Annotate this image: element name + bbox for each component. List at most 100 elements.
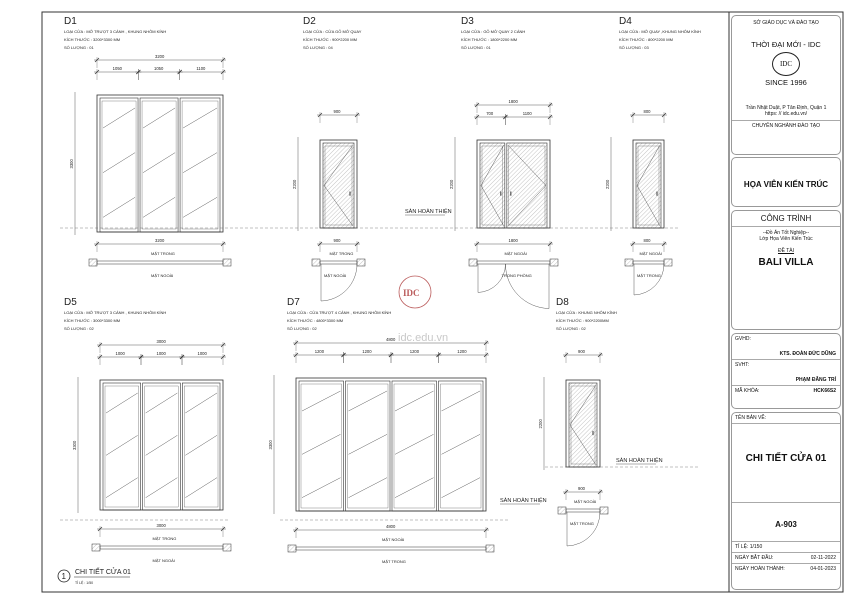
door-frame (295, 377, 487, 512)
glass-reflection-line (185, 477, 218, 498)
title-block-people: GVHD:KTS. ĐOÀN ĐỨC DŨNG SVHT: PHẠM ĐĂNG T… (731, 333, 841, 409)
website[interactable]: https: // idc.edu.vn/ (765, 111, 807, 117)
glass-reflection-line (105, 435, 138, 456)
plan-label-bottom: MẶT NGOÀI (153, 558, 175, 563)
wall-section (624, 258, 634, 267)
drawing-label: TÊN BẢN VẼ: (732, 413, 840, 424)
start-label: NGÀY BẮT ĐẦU: (735, 555, 774, 561)
glass-reflection-line (441, 434, 481, 455)
glass-pane (144, 385, 179, 508)
svht: PHẠM ĐĂNG TRÍ (795, 377, 836, 383)
dimension-panel: 1050 (113, 66, 123, 71)
plan-label-top: MẶT TRONG (153, 536, 177, 541)
glass-pane (393, 383, 435, 509)
dimension-panel: 1000 (198, 351, 208, 356)
dimension-panel: 1200 (457, 349, 467, 354)
swing-direction-line (636, 144, 661, 227)
glass-reflection-line (394, 390, 434, 412)
door-plan (319, 260, 358, 265)
door-id: D1 (64, 16, 77, 27)
door-size: KÍCH THƯỚC : 3000*3300 MM (64, 318, 120, 323)
glass-pane (347, 383, 389, 509)
wall-section (485, 544, 495, 553)
plan-label-bottom: TRONG PHÒNG (502, 273, 532, 278)
gvhd-row: GVHD:KTS. ĐOÀN ĐỨC DŨNG (732, 334, 840, 359)
wall-section (663, 258, 673, 267)
glass-reflection-line (105, 477, 138, 498)
door-type: LOẠI CỬA : MỞ TRƯỢT 3 CÁNH , KHUNG NHÔM … (64, 29, 166, 34)
door-swing-arc (566, 511, 601, 547)
door-panel (322, 142, 355, 229)
floor-level-label: SÀN HOÀN THIỆN (616, 456, 663, 464)
wall-section (356, 258, 366, 267)
glass-pane (141, 100, 177, 230)
glass-pane (570, 385, 596, 465)
door-panel (506, 142, 548, 229)
glass-pane (300, 383, 342, 509)
wall-section (311, 258, 321, 267)
dimension-panel: 1100 (196, 66, 206, 71)
plan-label-top: MẶT TRONG (330, 251, 354, 256)
sheet-scale: TỈ LỆ : 1/50 (75, 580, 93, 585)
sheet-number: 1 (62, 572, 67, 581)
door-id: D8 (556, 297, 569, 308)
svht-label: SVHT: (735, 362, 750, 368)
glass-reflection-line (142, 197, 176, 218)
title-block-project: CÔNG TRÌNH --Đồ Án Tốt Nghiệp-- Lớp Họa … (731, 210, 841, 330)
drawing-name: CHI TIẾT CỬA 01 (732, 424, 840, 503)
dimension-height: 3300 (69, 159, 74, 169)
dimension-plan-width: 3000 (157, 523, 167, 528)
end-label: NGÀY HOÀN THÀNH: (735, 566, 785, 572)
door-type: LOẠI CỬA : GỖ MỞ QUAY 2 CÁNH (461, 29, 525, 34)
door-panel (438, 380, 484, 512)
glass-pane (508, 145, 546, 226)
door-type: LOẠI CỬA : CỬA GỖ MỞ QUAY (303, 29, 362, 34)
door-plan (565, 508, 601, 513)
glass-reflection-line (301, 390, 341, 412)
sheet-no: A-903 (775, 520, 797, 529)
door-panel (479, 142, 506, 229)
glass-reflection-line (348, 434, 388, 455)
door-id: D4 (619, 16, 632, 27)
dimension-width-total: 1800 (509, 99, 519, 104)
wall-section (91, 543, 101, 552)
dimension-height: 2200 (605, 179, 610, 189)
glass-pane (181, 100, 219, 230)
glass-reflection-line (105, 392, 138, 414)
title-block-major: HỌA VIÊN KIẾN TRÚC (731, 157, 841, 207)
end-row: NGÀY HOÀN THÀNH: 04-01-2023 (732, 563, 840, 574)
door-quantity: SỐ LƯỢNG : 01 (64, 45, 95, 50)
school-name: THỜI ĐẠI MỚI - IDC (751, 40, 821, 49)
gvhd-label: GVHD: (735, 336, 751, 342)
dimension-panel: 1000 (157, 351, 167, 356)
svht-row: SVHT: PHẠM ĐĂNG TRÍ (732, 359, 840, 385)
door-size: KÍCH THƯỚC : 4800*3300 MM (287, 318, 343, 323)
watermark-logo: IDC (403, 288, 420, 298)
glass-reflection-line (145, 392, 178, 414)
glass-reflection-line (142, 107, 176, 129)
door-panel (179, 97, 221, 233)
plan-label-bottom: MẶT NGOÀI (151, 273, 173, 278)
major: HỌA VIÊN KIẾN TRÚC (743, 180, 829, 189)
glass-pane (637, 145, 660, 226)
door-panel (298, 380, 344, 512)
wall-section (599, 506, 609, 515)
door-quantity: SỐ LƯỢNG : 04 (303, 45, 334, 50)
door-frame (99, 379, 224, 511)
dimension-height: 2200 (292, 179, 297, 189)
end-date: 04-01-2023 (810, 566, 836, 572)
since: SINCE 1996 (765, 78, 807, 87)
glass-reflection-line (394, 434, 434, 455)
course-label: MÃ KHÓA: (735, 388, 760, 394)
door-quantity: SỐ LƯỢNG : 02 (556, 326, 587, 331)
door-plan (96, 260, 224, 265)
dimension-height: 2200 (449, 179, 454, 189)
swing-direction-line (569, 384, 597, 466)
dimension-plan-width: 900 (578, 486, 586, 491)
glass-pane (481, 145, 503, 226)
dimension-panel: 1200 (362, 349, 372, 354)
